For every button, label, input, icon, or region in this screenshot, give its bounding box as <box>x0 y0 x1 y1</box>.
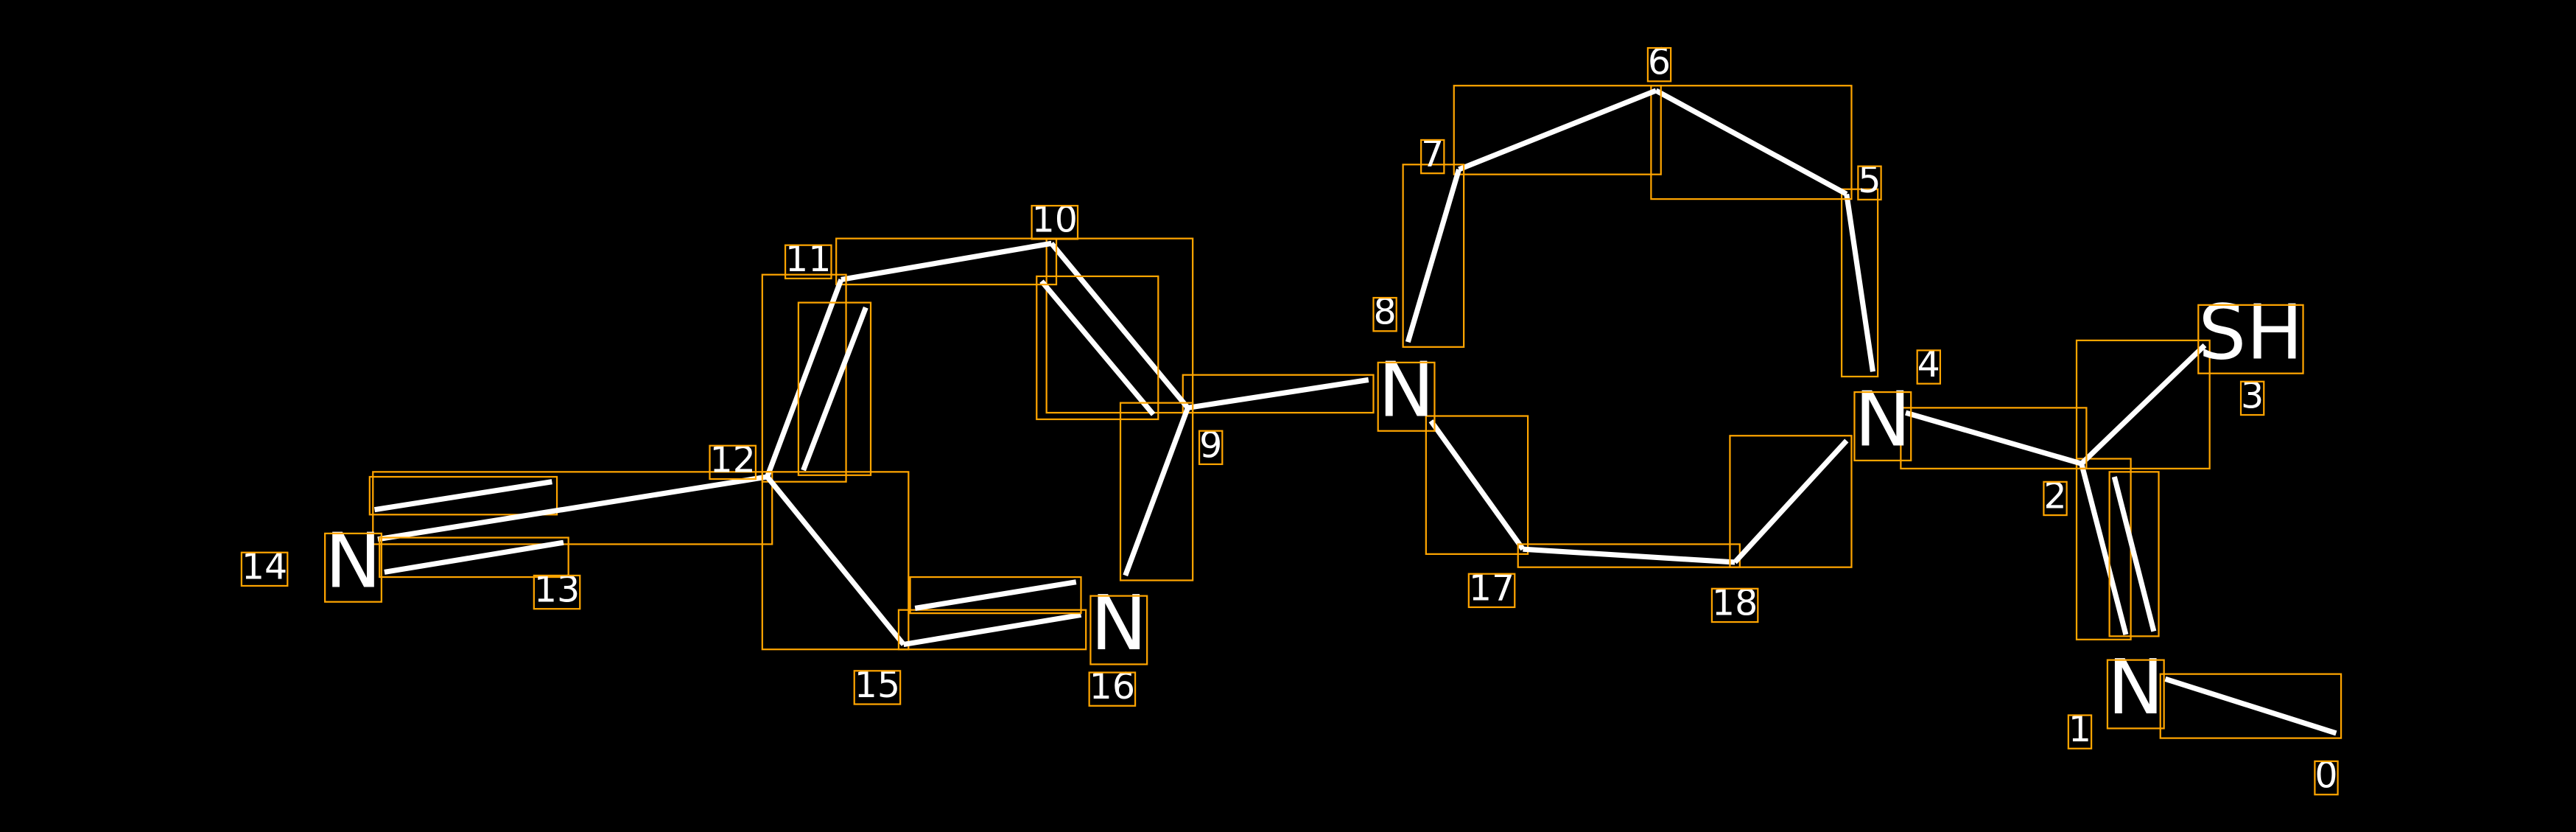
atom-index-4: 4 <box>1917 343 1940 385</box>
atom-index-13-bbox <box>533 574 581 610</box>
atom-index-17-bbox <box>1467 573 1516 609</box>
bond-15-16-bbox <box>909 576 1082 615</box>
bond-2-3 <box>2080 343 2207 466</box>
bonds-layer <box>368 85 2342 739</box>
bond-15-16 <box>914 579 1077 611</box>
bond-18-4 <box>1733 438 1849 564</box>
bond-8-17 <box>1428 419 1526 551</box>
bond-9-8-bbox <box>1182 374 1375 414</box>
atom-label-sh3-bbox <box>2197 304 2304 374</box>
atom-index-0-bbox <box>2314 760 2339 796</box>
bond-12-14-bbox <box>372 471 773 545</box>
bond-5-4-bbox <box>1840 188 1879 378</box>
atom-index-10-bbox <box>1031 205 1079 240</box>
bond-15-16-bbox <box>897 609 1087 651</box>
bond-6-5-bbox <box>1650 85 1853 200</box>
bond-11-10-bbox <box>835 237 1058 286</box>
bond-9-16 <box>1123 407 1190 577</box>
bond-18-4-bbox <box>1729 435 1853 568</box>
bond-7-6-bbox <box>1453 85 1662 175</box>
atom-index-10: 10 <box>1032 198 1078 241</box>
bond-12-14 <box>377 474 768 542</box>
bond-9-8 <box>1187 377 1369 410</box>
bond-8-17-bbox <box>1425 415 1529 555</box>
atom-index-2-bbox <box>2043 480 2068 517</box>
atom-index-11: 11 <box>785 237 831 280</box>
atom-label-n14-bbox <box>324 532 382 603</box>
atom-index-14-bbox <box>240 551 289 587</box>
bond-6-5 <box>1654 88 1848 197</box>
atom-index-3-bbox <box>2239 380 2265 416</box>
atom-index-9-bbox <box>1198 430 1224 466</box>
atom-index-14: 14 <box>242 545 287 587</box>
atom-index-2: 2 <box>2043 474 2066 517</box>
bond-4-2 <box>1905 410 2082 466</box>
atom-index-12-bbox <box>709 444 757 480</box>
atom-index-7: 7 <box>1421 133 1444 175</box>
atom-index-6-bbox <box>1646 46 1672 83</box>
bond-13-14 <box>373 479 552 513</box>
bond-2-1 <box>2111 476 2157 632</box>
atom-index-5-bbox <box>1857 165 1882 200</box>
atom-index-4-bbox <box>1916 349 1942 385</box>
atom-index-16: 16 <box>1089 665 1135 707</box>
bond-12-15-bbox <box>761 471 910 651</box>
atom-label-n8-bbox <box>1377 361 1436 432</box>
bond-9-16-bbox <box>1119 402 1194 581</box>
bond-12-11-bbox <box>761 273 847 483</box>
bond-10-9 <box>1039 279 1156 416</box>
atom-index-15: 15 <box>854 663 900 706</box>
atom-index-3: 3 <box>2241 374 2264 416</box>
atom-label-n16-bbox <box>1089 595 1148 665</box>
atom-label-n8: N <box>1378 347 1435 435</box>
bond-13-14-bbox <box>368 475 558 516</box>
bond-1-0-bbox <box>2159 673 2342 739</box>
bond-2-1 <box>2079 463 2129 636</box>
bond-13-14-bbox <box>379 536 569 578</box>
bond-13-14 <box>384 539 564 575</box>
atom-label-n14: N <box>325 517 382 605</box>
atom-label-n16: N <box>1090 580 1147 668</box>
bond-17-18 <box>1523 546 1736 565</box>
atom-index-6: 6 <box>1648 41 1671 83</box>
bond-8-7 <box>1405 168 1461 343</box>
bond-8-7-bbox <box>1402 164 1465 348</box>
atom-index-12: 12 <box>709 438 755 480</box>
bond-11-10 <box>840 240 1052 282</box>
bond-15-16 <box>903 612 1082 648</box>
atom-index-0: 0 <box>2314 754 2337 797</box>
atom-label-sh3: SH <box>2198 289 2303 377</box>
atom-index-1-bbox <box>2067 714 2093 749</box>
atom-index-18: 18 <box>1712 581 1758 623</box>
atom-index-18-bbox <box>1710 587 1759 623</box>
bond-10-9-bbox <box>1036 275 1159 421</box>
atom-index-11-bbox <box>784 244 832 280</box>
atom-label-n1: N <box>2108 644 2164 732</box>
bond-7-6 <box>1458 88 1657 172</box>
bond-12-15 <box>765 475 906 646</box>
bond-2-1-bbox <box>2108 471 2160 637</box>
atom-index-16-bbox <box>1088 671 1137 707</box>
atom-label-n4-bbox <box>1853 391 1912 461</box>
atom-index-5: 5 <box>1858 158 1881 201</box>
bond-12-11 <box>801 307 868 472</box>
atom-index-1: 1 <box>2068 707 2091 750</box>
atom-index-8-bbox <box>1372 296 1397 332</box>
bond-12-11 <box>765 279 844 478</box>
bond-4-2-bbox <box>1900 407 2088 469</box>
atom-index-17: 17 <box>1469 566 1515 609</box>
atom-index-9: 9 <box>1199 423 1222 466</box>
bond-2-3-bbox <box>2075 339 2211 469</box>
bond-12-11-bbox <box>797 301 872 476</box>
atom-index-7-bbox <box>1420 139 1445 175</box>
atom-label-n4: N <box>1854 377 1911 464</box>
atom-index-13: 13 <box>534 568 580 611</box>
atom-index-8: 8 <box>1373 290 1396 333</box>
bond-10-9 <box>1049 242 1190 410</box>
bond-1-0 <box>2164 676 2337 736</box>
atom-label-n1-bbox <box>2106 659 2165 730</box>
atom-index-15-bbox <box>853 670 902 705</box>
bond-5-4 <box>1844 193 1875 372</box>
